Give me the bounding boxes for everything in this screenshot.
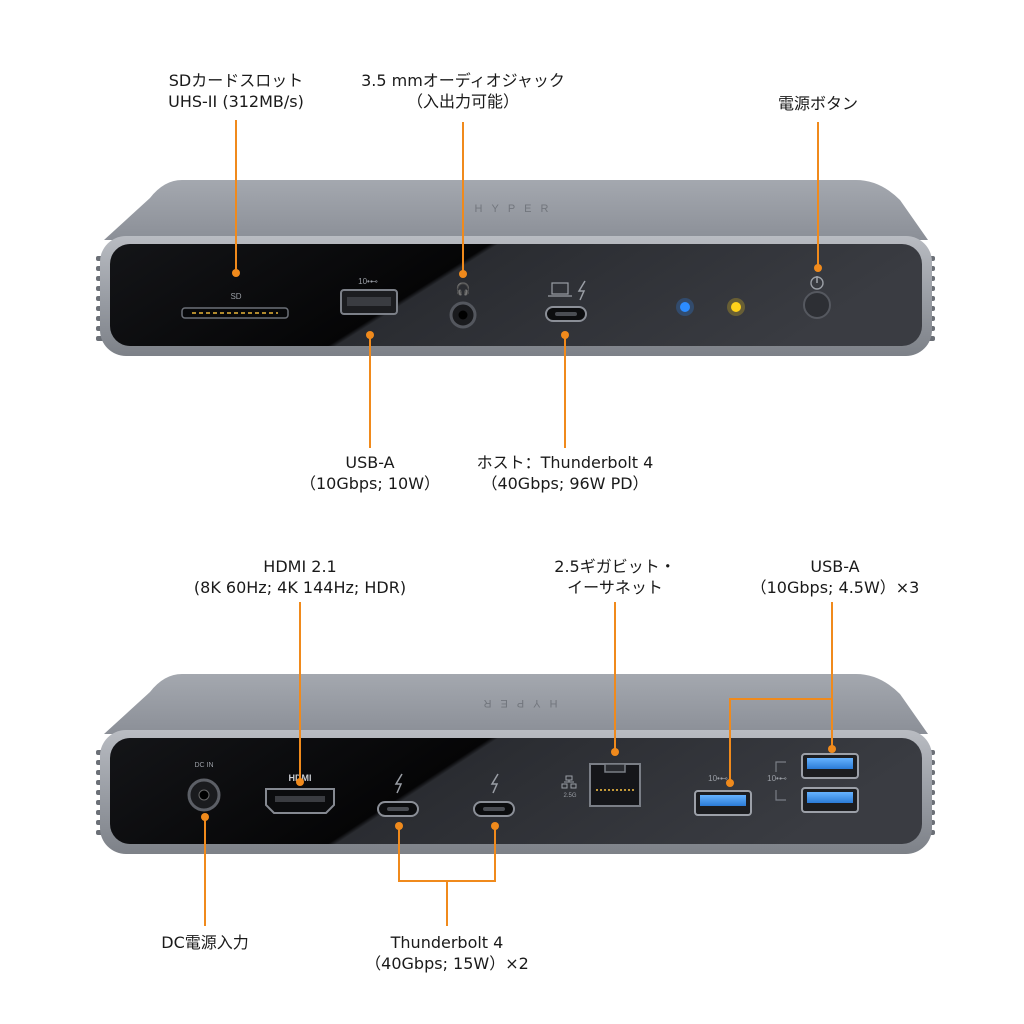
label-line: (8K 60Hz; 4K 144Hz; HDR): [193, 578, 407, 597]
headphone-icon: 🎧: [456, 282, 471, 296]
thunderbolt-icon: [577, 280, 586, 301]
label-line: ホスト：Thunderbolt 4: [476, 453, 654, 472]
label-hdmi: HDMI 2.1 (8K 60Hz; 4K 144Hz; HDR): [170, 556, 430, 598]
thunderbolt-icon: [394, 773, 403, 794]
back-top-surface: [104, 674, 928, 734]
label-audio-jack: 3.5 mmオーディオジャック （入出力可能）: [353, 70, 573, 112]
label-back-usba: USB-A （10Gbps; 4.5W）×3: [740, 556, 930, 598]
label-line: （入出力可能）: [406, 92, 519, 111]
label-power-button: 電源ボタン: [758, 93, 878, 114]
label-line: SDカードスロット: [168, 71, 304, 90]
label-line: USB-A: [810, 557, 860, 576]
label-line: 3.5 mmオーディオジャック: [361, 71, 565, 90]
back-brand: HYPER: [475, 697, 558, 709]
back-device: HYPER DC IN HDMI 2.5G 10•⊷ 10•⊷: [96, 674, 935, 854]
label-line: HDMI 2.1: [263, 557, 337, 576]
label-host-thunderbolt: ホスト：Thunderbolt 4 （40Gbps; 96W PD）: [465, 452, 665, 494]
front-brand: HYPER: [475, 203, 558, 215]
label-line: 2.5ギガビット・: [554, 557, 676, 576]
ethernet-speed-mark: 2.5G: [563, 793, 576, 799]
front-device: HYPER SD 10•⊷ 🎧: [96, 180, 935, 356]
power-button[interactable]: [803, 291, 831, 319]
network-icon: [561, 775, 577, 789]
back-callouts: [201, 602, 836, 926]
label-line: UHS-II (312MB/s): [168, 92, 304, 111]
label-ethernet: 2.5ギガビット・ イーサネット: [545, 556, 685, 598]
label-front-usba: USB-A （10Gbps; 10W）: [290, 452, 450, 494]
label-sd-card-slot: SDカードスロット UHS-II (312MB/s): [136, 70, 336, 112]
status-led-blue: [680, 302, 690, 312]
status-led-yellow: [731, 302, 741, 312]
dc-in-mark: DC IN: [194, 762, 213, 769]
label-line: USB-A: [345, 453, 395, 472]
thunderbolt-icon: [490, 773, 499, 794]
front-top-surface: [104, 180, 928, 240]
back-panel: [110, 738, 922, 844]
label-line: イーサネット: [567, 578, 663, 597]
label-back-thunderbolt: Thunderbolt 4 （40Gbps; 15W）×2: [352, 932, 542, 974]
label-line: （40Gbps; 96W PD）: [481, 474, 649, 493]
label-line: 電源ボタン: [777, 94, 858, 113]
usb-mark: 10•⊷: [767, 774, 787, 783]
front-callouts: [232, 120, 822, 448]
front-sd-mark: SD: [230, 292, 241, 301]
laptop-icon: [551, 282, 569, 295]
label-line: Thunderbolt 4: [390, 933, 504, 952]
label-dc-input: DC電源入力: [140, 932, 270, 953]
label-line: （10Gbps; 4.5W）×3: [750, 578, 920, 597]
usb-mark: 10•⊷: [708, 774, 728, 783]
label-line: （10Gbps; 10W）: [299, 474, 441, 493]
label-line: （40Gbps; 15W）×2: [365, 954, 529, 973]
label-line: DC電源入力: [161, 933, 249, 952]
front-panel: [110, 244, 922, 346]
front-usb-mark: 10•⊷: [358, 277, 378, 286]
